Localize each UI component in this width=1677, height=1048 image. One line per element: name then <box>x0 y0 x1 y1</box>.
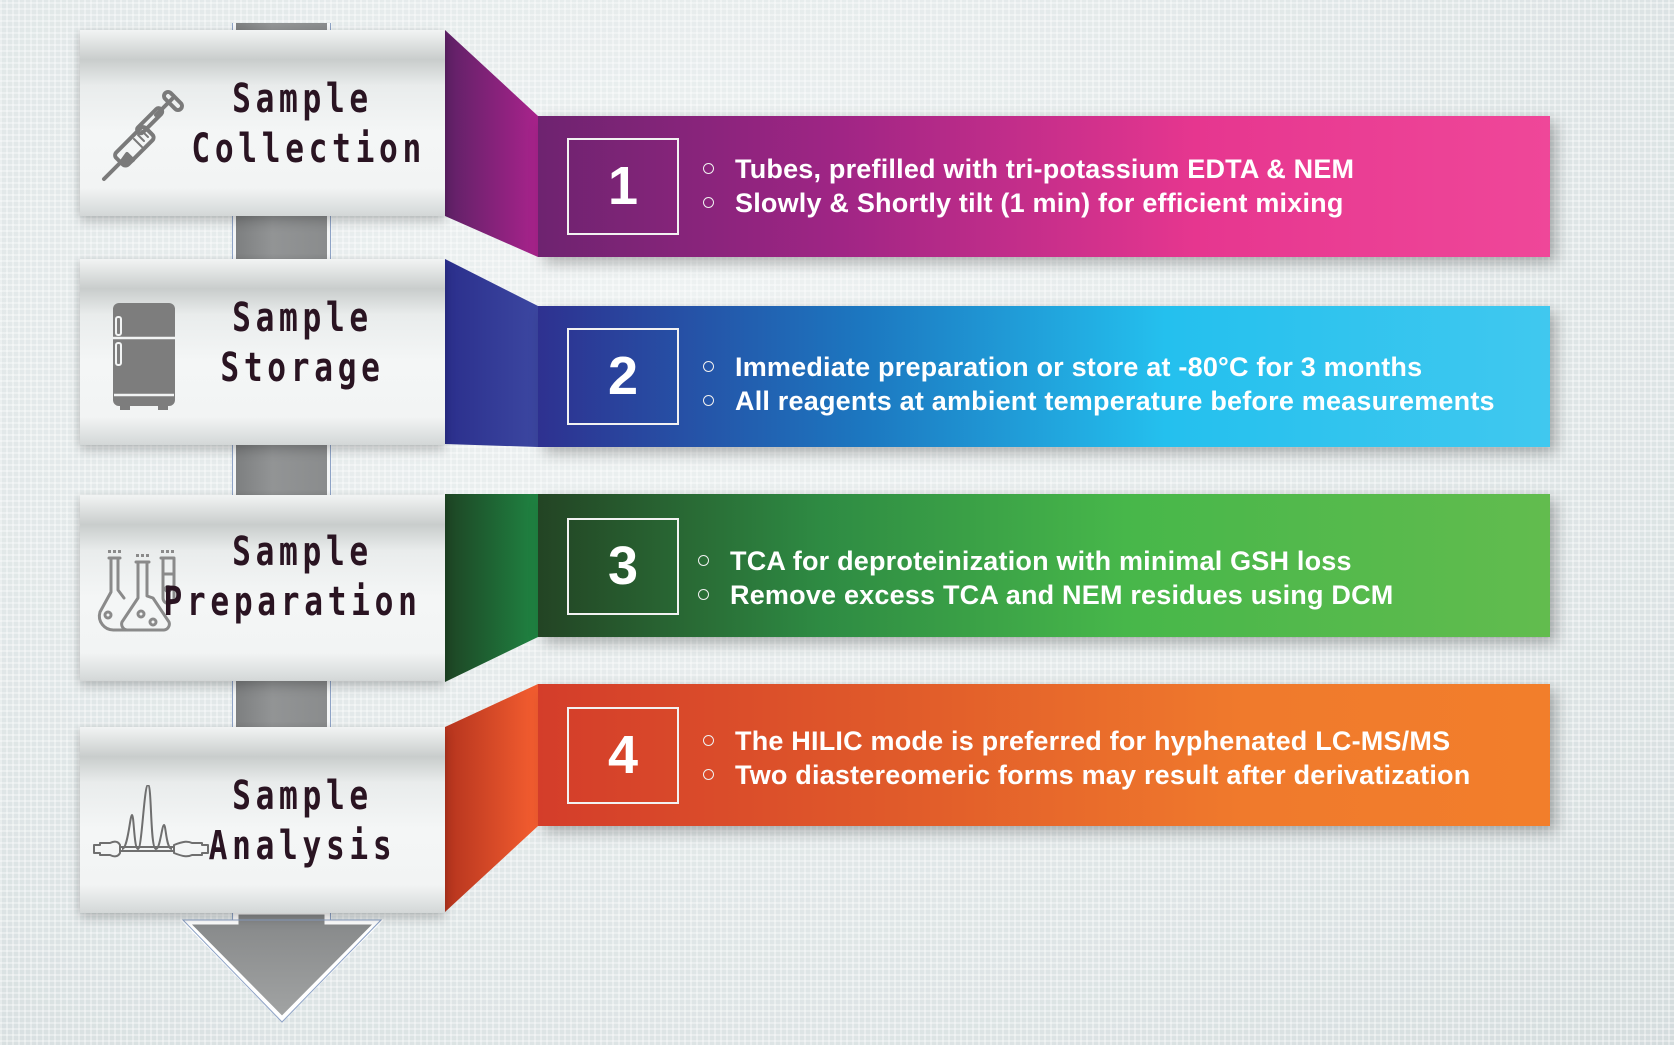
refrigerator-icon <box>113 303 175 410</box>
fold-1 <box>445 30 538 257</box>
list-item: The HILIC mode is preferred for hyphenat… <box>703 724 1540 758</box>
bullet-circle-icon <box>703 361 714 372</box>
step-4-detail-bar: 4 The HILIC mode is preferred for hyphen… <box>538 684 1550 826</box>
fold-3 <box>445 494 538 682</box>
chromatogram-icon <box>93 785 209 858</box>
step-1-title-line2: Collection <box>191 126 426 172</box>
bullet-circle-icon <box>703 163 714 174</box>
step-1-title-line1: Sample <box>232 76 373 122</box>
bullet-circle-icon <box>703 769 714 780</box>
step-1-label-card: Sample Collection <box>80 30 445 216</box>
step-3-detail-bar: 3 TCA for deproteinization with minimal … <box>538 494 1550 637</box>
step-2-title-line1: Sample <box>232 295 373 341</box>
list-item: Tubes, prefilled with tri-potassium EDTA… <box>703 152 1540 186</box>
list-item: All reagents at ambient temperature befo… <box>703 384 1540 418</box>
syringe-icon <box>102 90 184 181</box>
step-2-label-card: Sample Storage <box>80 259 445 445</box>
step-2-bullets: Immediate preparation or store at -80°C … <box>703 350 1540 418</box>
step-4-title-line2: Analysis <box>208 823 397 869</box>
step-3-title-line2: Preparation <box>163 579 422 625</box>
bullet-circle-icon <box>698 555 709 566</box>
list-item: TCA for deproteinization with minimal GS… <box>698 544 1540 578</box>
step-3-bullets: TCA for deproteinization with minimal GS… <box>698 544 1540 612</box>
bottom-border <box>0 1045 1677 1048</box>
fold-2 <box>445 259 538 447</box>
step-2-number: 2 <box>567 328 679 425</box>
list-item: Remove excess TCA and NEM residues using… <box>698 578 1540 612</box>
step-3-label-card: Sample Preparation <box>80 495 445 681</box>
right-border <box>1674 0 1677 1048</box>
lab-flasks-icon <box>97 550 176 632</box>
step-4-title-line1: Sample <box>232 773 373 819</box>
step-1-number: 1 <box>567 138 679 235</box>
list-item: Two diastereomeric forms may result afte… <box>703 758 1540 792</box>
step-1-bullets: Tubes, prefilled with tri-potassium EDTA… <box>703 152 1540 220</box>
bullet-circle-icon <box>703 395 714 406</box>
step-1-detail-bar: 1 Tubes, prefilled with tri-potassium ED… <box>538 116 1550 257</box>
bullet-circle-icon <box>703 197 714 208</box>
step-4-number: 4 <box>567 707 679 804</box>
bullet-circle-icon <box>703 735 714 746</box>
ribbon-folds <box>445 30 538 912</box>
step-4-label-card: Sample Analysis <box>80 727 445 913</box>
list-item: Slowly & Shortly tilt (1 min) for effici… <box>703 186 1540 220</box>
fold-4 <box>445 684 538 912</box>
list-item: Immediate preparation or store at -80°C … <box>703 350 1540 384</box>
step-2-detail-bar: 2 Immediate preparation or store at -80°… <box>538 306 1550 447</box>
bullet-circle-icon <box>698 589 709 600</box>
step-3-title-line1: Sample <box>232 529 373 575</box>
step-2-title-line2: Storage <box>220 345 385 391</box>
step-3-number: 3 <box>567 518 679 615</box>
step-4-bullets: The HILIC mode is preferred for hyphenat… <box>703 724 1540 792</box>
